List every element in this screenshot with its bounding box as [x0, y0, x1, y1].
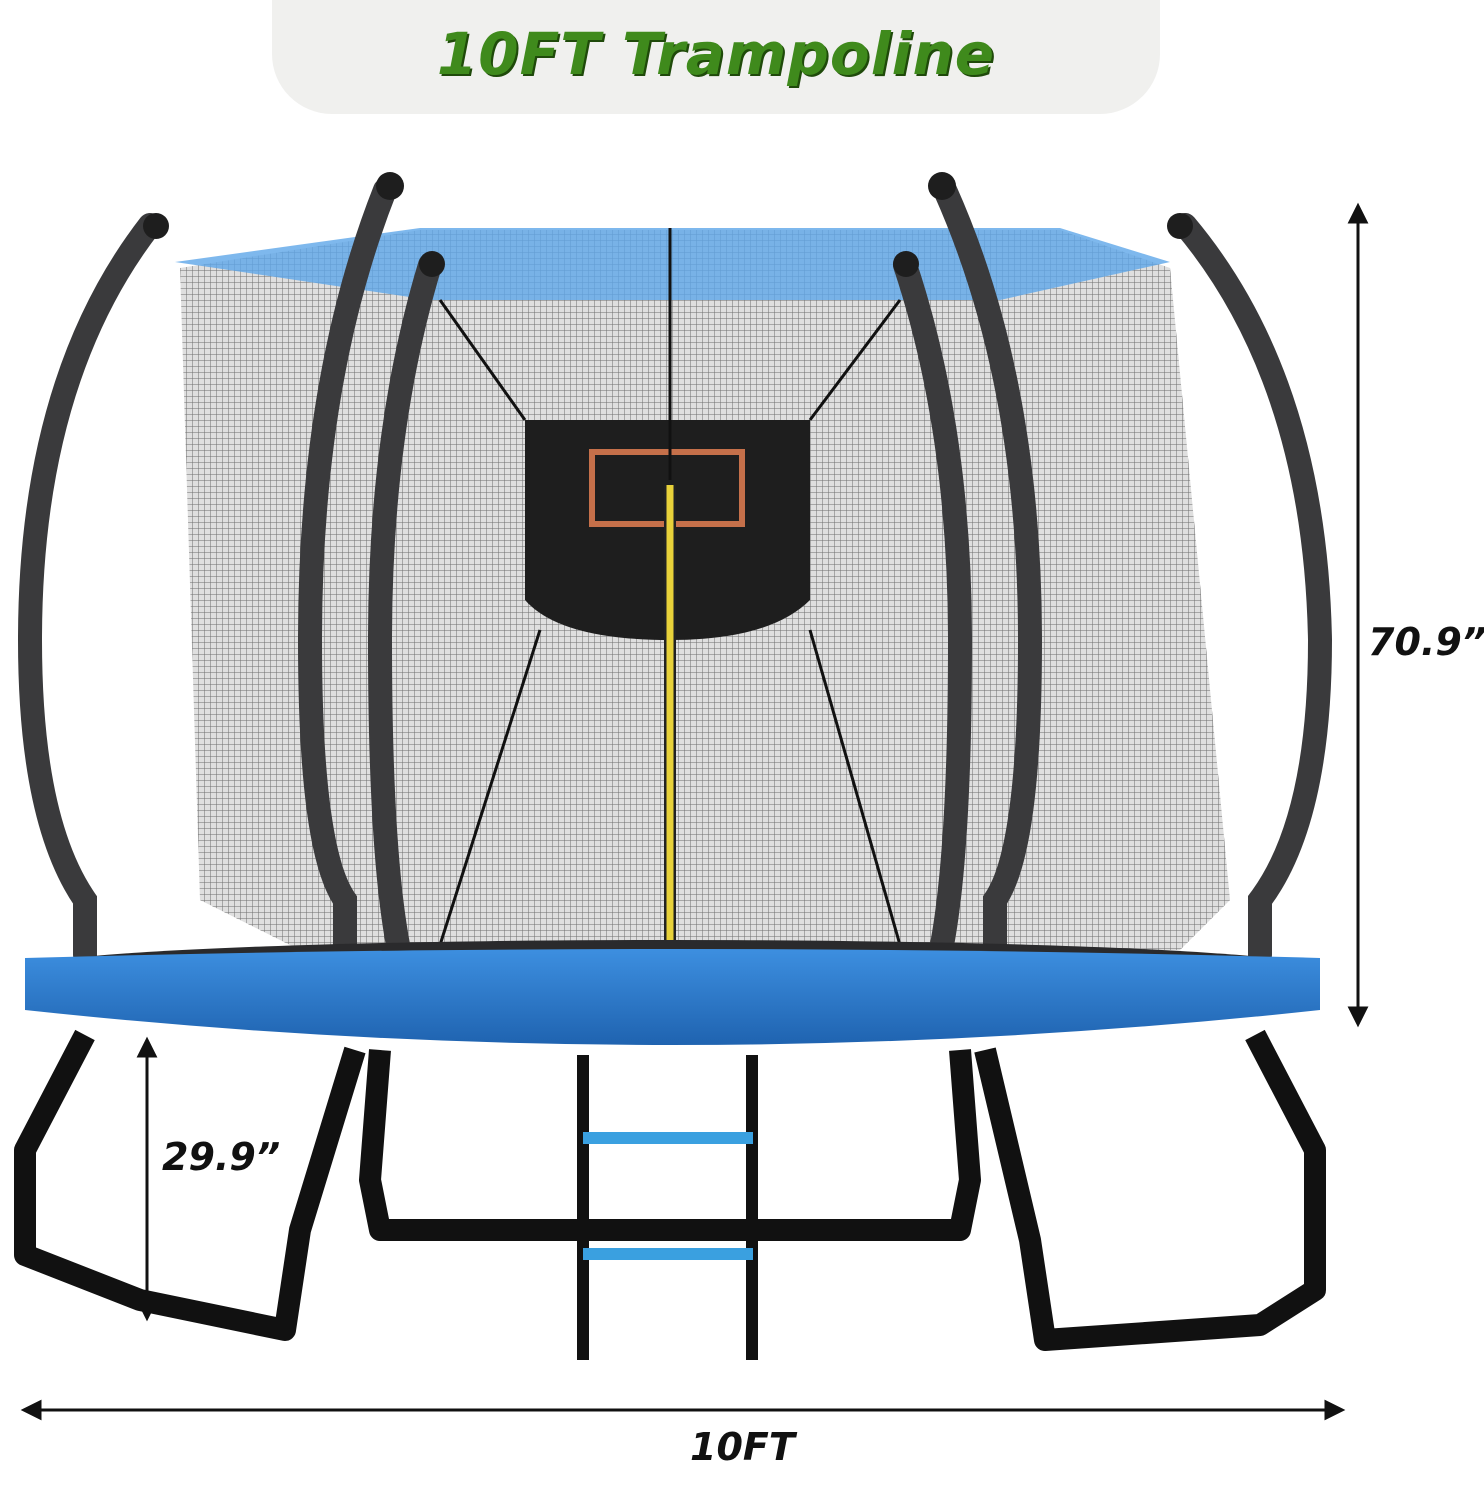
trampoline-legs [14, 1029, 1326, 1351]
pole-caps [143, 172, 1193, 277]
enclosure-poles [17, 178, 1333, 967]
product-title: 10FT Trampoline [436, 20, 996, 88]
diameter-arrow [20, 1399, 1346, 1421]
ladder [577, 1055, 758, 1360]
title-banner [272, 0, 1160, 114]
height-label: 70.9” [1368, 620, 1484, 664]
diameter-label: 10FT [690, 1425, 795, 1469]
height-arrow [1347, 202, 1369, 1028]
leg-height-label: 29.9” [162, 1135, 281, 1179]
leg-height-arrow [136, 1036, 158, 1322]
spring-pad [25, 949, 1320, 1045]
